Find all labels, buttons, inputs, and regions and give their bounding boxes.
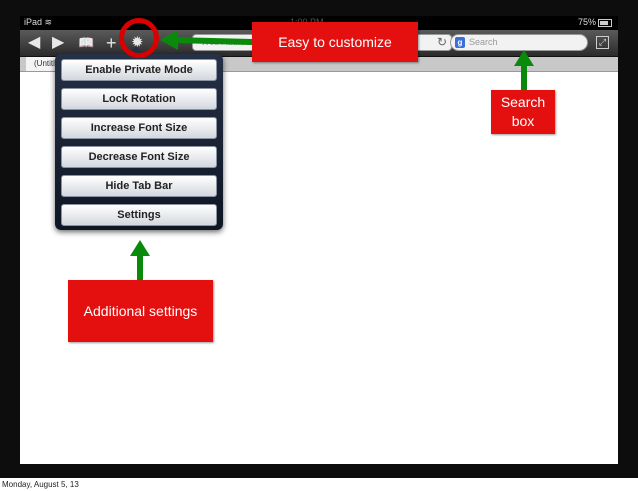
menu-item-private-mode[interactable]: Enable Private Mode: [61, 59, 217, 81]
menu-item-hide-tab-bar[interactable]: Hide Tab Bar: [61, 175, 217, 197]
status-battery: 75%: [578, 17, 612, 27]
google-icon: g: [455, 37, 465, 48]
callout-search-box: Search box: [491, 90, 555, 134]
callout-search-line1: Search: [500, 94, 546, 110]
tabs-icon[interactable]: ⤢: [596, 36, 609, 49]
bookmarks-icon[interactable]: 📖: [78, 35, 95, 50]
search-placeholder: Search: [469, 37, 498, 47]
address-placeholder: Web Address: [201, 37, 255, 47]
search-input[interactable]: g Search: [450, 34, 588, 51]
menu-item-lock-rotation[interactable]: Lock Rotation: [61, 88, 217, 110]
wifi-icon: ≋: [44, 17, 53, 27]
menu-item-increase-font[interactable]: Increase Font Size: [61, 117, 217, 139]
reload-icon[interactable]: ↻: [436, 35, 447, 49]
status-device: iPad ≋: [24, 17, 53, 27]
battery-icon: [598, 18, 612, 27]
plus-icon[interactable]: +: [106, 33, 117, 53]
settings-popover: Enable Private Mode Lock Rotation Increa…: [55, 54, 223, 230]
callout-customize: Easy to customize: [252, 22, 418, 62]
menu-item-settings[interactable]: Settings: [61, 204, 217, 226]
footer-date: Monday, August 5, 13: [2, 480, 79, 489]
highlight-circle: [119, 18, 159, 58]
back-arrow-icon[interactable]: ◀: [28, 34, 41, 51]
forward-arrow-icon[interactable]: ▶: [52, 34, 65, 51]
callout-additional-settings: Additional settings: [68, 280, 213, 342]
device-frame: iPad ≋ 1:00 PM 75% ◀ ▶ 📖 + ✹ Web Address…: [0, 0, 638, 478]
menu-item-decrease-font[interactable]: Decrease Font Size: [61, 146, 217, 168]
callout-search-line2: box: [511, 113, 535, 129]
